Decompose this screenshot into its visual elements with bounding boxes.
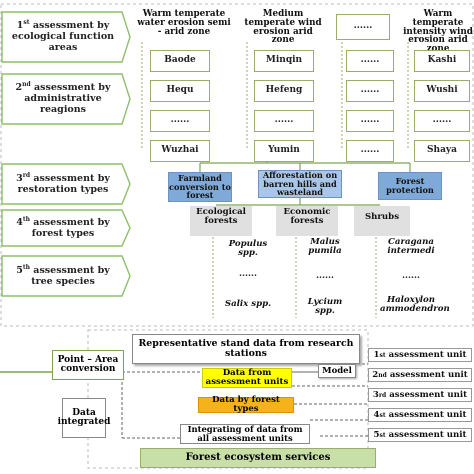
function-area-3: ...... [336, 14, 390, 40]
county-box: ...... [346, 50, 394, 72]
model-box: Model [318, 364, 356, 378]
data-from-units-box: Data from assessment units [202, 368, 292, 388]
county-box: Hefeng [254, 80, 314, 102]
function-area-4: Warm temperate intensity wind erosion ar… [403, 9, 473, 54]
level-2-label: 2nd assessment by administrative reagion… [6, 77, 120, 121]
species-ellipsis: ...... [402, 271, 420, 281]
forest-type-shrubs: Shrubs [364, 212, 400, 222]
species-populus: Populus spp. [228, 239, 268, 259]
function-area-2: Medium temperate wind erosion arid zone [244, 9, 322, 46]
forest-services-box: Forest ecosystem services [140, 448, 376, 468]
county-box: ...... [346, 80, 394, 102]
forest-type-economic: Economic forests [283, 207, 331, 227]
county-box: Kashi [414, 50, 470, 72]
species-haloxylon: Haloxylon ammodendron [380, 295, 450, 315]
county-box: Hequ [150, 80, 210, 102]
county-box: Shaya [414, 140, 470, 162]
species-caragana: Caragana intermedi [387, 237, 435, 257]
data-by-forest-box: Data by forest types [198, 395, 294, 414]
level-5-label: 5th assessment by tree species [6, 258, 120, 294]
county-box: ...... [150, 110, 210, 132]
point-area-conversion: Point – Area conversion [52, 350, 124, 380]
county-box: ...... [254, 110, 314, 132]
restoration-protection: Forest protection [378, 172, 442, 200]
representative-data-box: Representative stand data from research … [132, 334, 360, 364]
species-ellipsis: ...... [316, 271, 334, 281]
county-box: ...... [346, 140, 394, 162]
species-malus: Malus pumila [308, 237, 342, 257]
county-box: Wushi [414, 80, 470, 102]
function-area-1: Warm temperate water erosion semi - arid… [137, 9, 231, 37]
forest-type-ecological: Ecological forests [196, 207, 246, 227]
level-1-label: 1st assessment by ecological function ar… [6, 15, 120, 59]
level-3-label: 3rd assessment by restoration types [6, 166, 120, 202]
species-salix: Salix spp. [224, 299, 272, 309]
species-lycium: Lycium spp. [307, 297, 343, 317]
integrating-box: Integrating of data from all assessment … [180, 424, 310, 444]
species-ellipsis: ...... [239, 269, 257, 279]
county-box: Wuzhai [150, 140, 210, 162]
county-box: ...... [414, 110, 470, 132]
county-box: Baode [150, 50, 210, 72]
county-box: Yumin [254, 140, 314, 162]
restoration-afforestation: Afforestation on barren hills and wastel… [258, 170, 342, 198]
data-integrated-box: Data integrated [58, 398, 110, 438]
county-box: ...... [346, 110, 394, 132]
county-box: Minqin [254, 50, 314, 72]
restoration-farmland: Farmland conversion to forest [168, 172, 232, 202]
level-4-label: 4th assessment by forest types [6, 212, 120, 244]
